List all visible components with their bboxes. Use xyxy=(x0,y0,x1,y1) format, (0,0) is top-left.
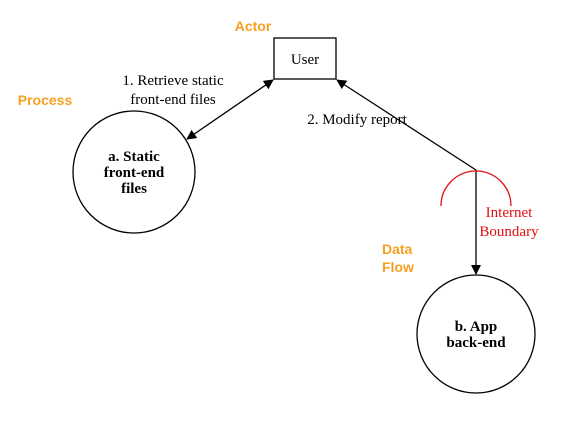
legend-data-flow-label-line1: Data xyxy=(382,241,413,257)
flow-retrieve-static-label-line2: front-end files xyxy=(130,92,216,108)
legend-data-flow-label-line2: Flow xyxy=(382,259,414,275)
static-front-end-circle xyxy=(72,110,196,234)
internet-boundary-label-line1: Internet xyxy=(486,205,533,221)
legend-actor-label: Actor xyxy=(235,18,272,34)
static-front-end-label-line3: files xyxy=(121,181,147,197)
flow-modify-report-arrow-to-user xyxy=(336,79,477,171)
flow-retrieve-static-arrow xyxy=(186,79,274,140)
flow-modify-report-label: 2. Modify report xyxy=(307,112,407,128)
static-front-end-label-line1: a. Static xyxy=(108,149,160,165)
process-static-front-end: a. Static front-end files xyxy=(72,110,196,234)
process-app-back-end: b. App back-end xyxy=(416,274,536,394)
user-label: User xyxy=(291,52,319,68)
internet-boundary-arc xyxy=(440,170,512,207)
flow-retrieve-static-label-line1: 1. Retrieve static xyxy=(122,73,224,89)
user-box xyxy=(273,37,337,80)
app-back-end-label-line1: b. App xyxy=(455,319,498,335)
user-actor: User xyxy=(273,37,337,80)
legend-process-label: Process xyxy=(18,92,73,108)
internet-boundary-label-line2: Boundary xyxy=(479,224,539,240)
app-back-end-label-line2: back-end xyxy=(446,335,506,351)
app-back-end-circle xyxy=(416,274,536,394)
static-front-end-label-line2: front-end xyxy=(104,165,165,181)
